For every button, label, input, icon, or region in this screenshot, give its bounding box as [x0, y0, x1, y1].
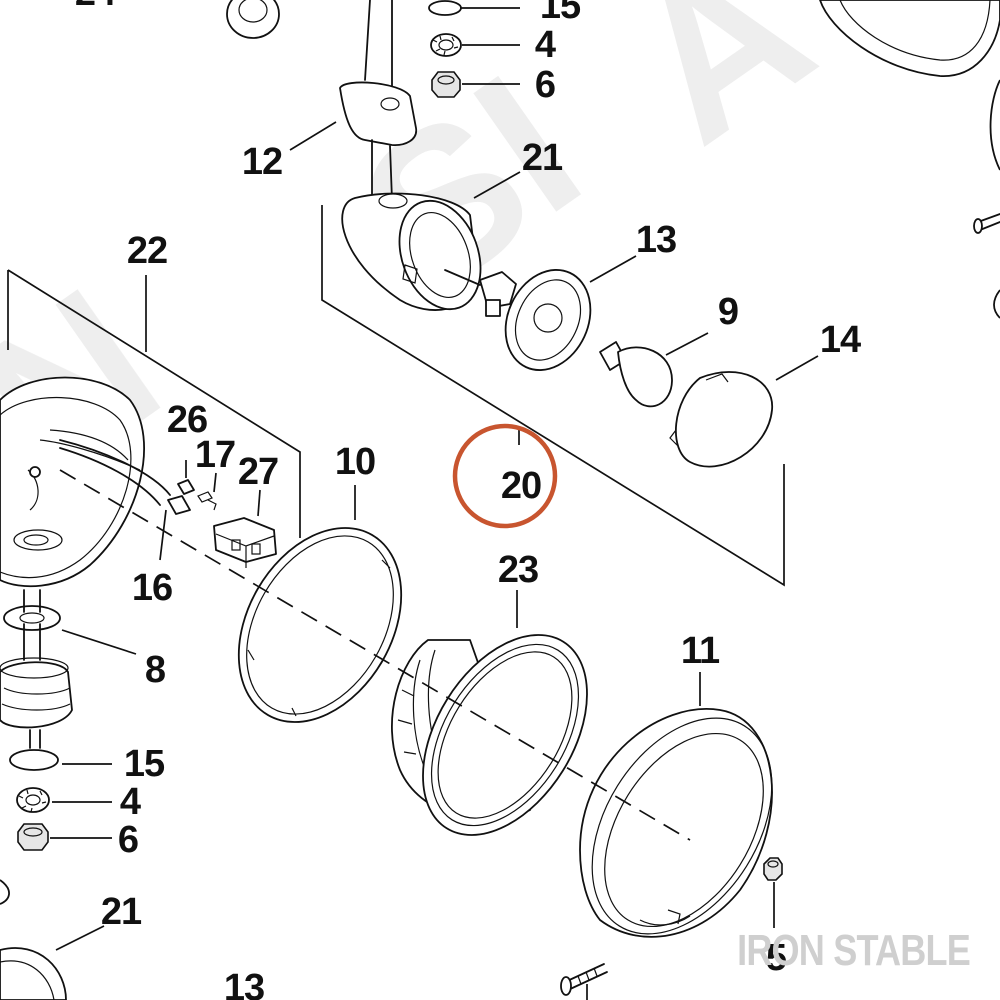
turn-signal-housing-top	[341, 192, 482, 311]
callout-13-top: 13	[636, 219, 676, 261]
highlight-circle	[452, 423, 558, 529]
terminal-26	[177, 479, 195, 495]
top-right-lamp-fragment	[819, 0, 1000, 319]
callout-12: 12	[242, 141, 282, 183]
callout-8: 8	[145, 649, 165, 691]
callout-11: 11	[681, 630, 720, 672]
callout-16: 16	[132, 567, 172, 609]
connector-27	[213, 517, 277, 568]
callout-17: 17	[195, 434, 235, 476]
headlamp-wiring	[59, 439, 277, 568]
callout-21-bottom: 21	[101, 891, 142, 933]
top-stem-assembly	[226, 0, 462, 201]
callout-24: 24	[75, 0, 116, 14]
assembly-center-line	[59, 469, 691, 841]
bracket-20	[321, 205, 785, 587]
callout-6-top: 6	[535, 64, 555, 106]
bulb-socket	[444, 269, 592, 371]
callout-14: 14	[820, 319, 861, 361]
callout-13-bottom: 13	[224, 967, 264, 1000]
terminal-17	[197, 491, 217, 511]
nut-bottom	[17, 823, 49, 851]
stem-bracket	[339, 81, 417, 201]
callout-4-bottom: 4	[120, 781, 141, 823]
lock-washer-bottom	[16, 787, 50, 813]
amber-lens	[669, 371, 773, 468]
callout-22: 22	[127, 230, 167, 272]
bracket-22	[7, 269, 301, 538]
trim-ring	[579, 708, 773, 938]
watermark-logo: IRON STABLE	[737, 926, 971, 975]
leader-lines	[50, 7, 819, 1000]
callout-15-top: 15	[540, 0, 581, 27]
retaining-ring	[237, 527, 403, 723]
mounting-screw	[560, 963, 608, 996]
bottom-left-stack	[0, 589, 73, 851]
callout-9: 9	[718, 291, 738, 333]
lock-washer-top	[430, 33, 462, 57]
headlamp-housing	[0, 376, 145, 588]
callout-21-top: 21	[522, 137, 563, 179]
terminal-16	[167, 495, 191, 515]
callout-26: 26	[167, 399, 207, 441]
callout-10: 10	[335, 441, 375, 483]
callout-15-bottom: 15	[124, 743, 165, 785]
callout-numbers: 24 15 4 6 12 21 13 9 14 22 26 17 27 10 2…	[75, 0, 862, 1000]
bulb	[599, 341, 673, 408]
callout-23: 23	[498, 549, 538, 591]
nut-top	[431, 71, 461, 98]
top-right-screw	[973, 213, 1000, 234]
callout-4-top: 4	[535, 24, 556, 66]
callout-27: 27	[238, 451, 278, 493]
svg-text:A: A	[591, 0, 850, 187]
callout-6-bottom: 6	[118, 819, 138, 861]
turn-signal-housing-bottom	[0, 879, 67, 1000]
callout-20: 20	[501, 465, 541, 507]
screw-nut-5	[763, 857, 783, 881]
callout-5: 5	[766, 937, 787, 979]
